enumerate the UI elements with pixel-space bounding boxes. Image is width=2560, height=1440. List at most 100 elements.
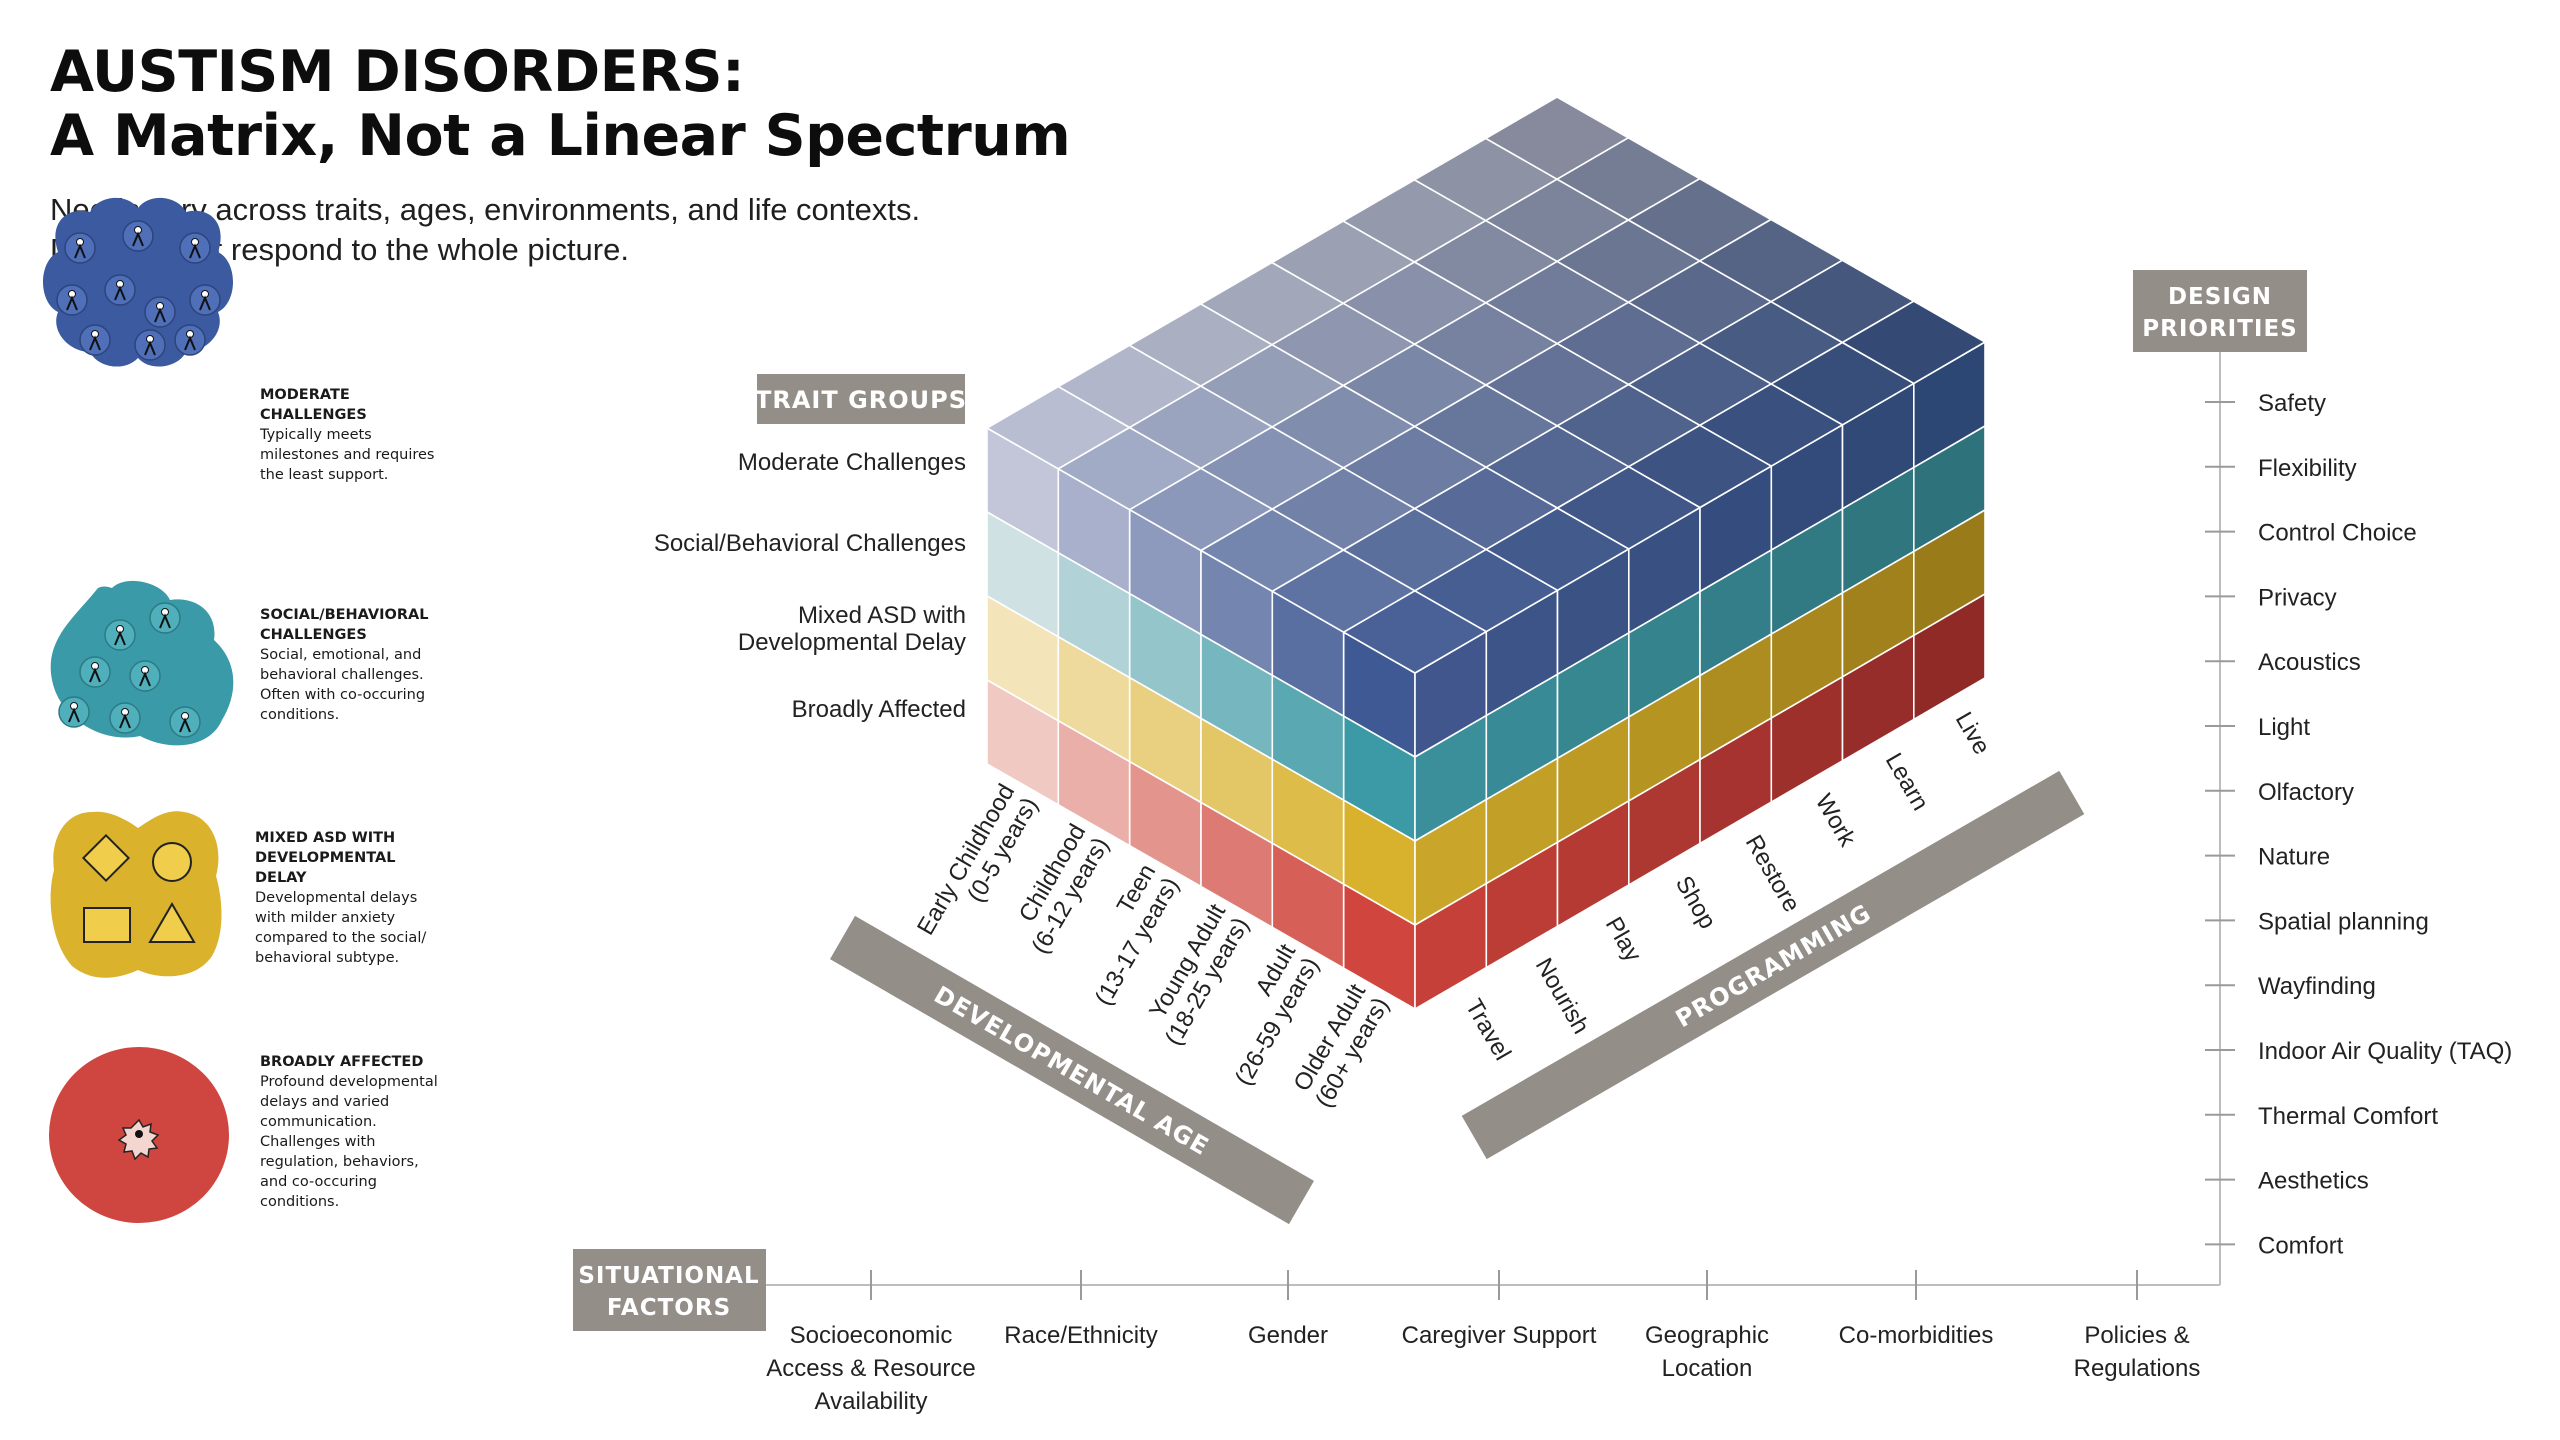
legend-item-description: and co-occuring — [260, 1174, 377, 1190]
legend-item-description: Typically meets — [260, 427, 372, 443]
programming-item: Live — [1950, 708, 1995, 760]
design-priority-item: Olfactory — [2258, 779, 2354, 806]
situational-factors-text: FACTORS — [607, 1295, 731, 1321]
legend-item-title: DEVELOPMENTAL — [255, 850, 396, 866]
design-priority-item: Privacy — [2258, 584, 2337, 611]
trait-groups-label: TRAIT GROUPS — [755, 374, 966, 424]
legend-item-title: CHALLENGES — [260, 627, 367, 643]
design-priority-item: Spatial planning — [2258, 908, 2429, 935]
legend-item-description: regulation, behaviors, — [260, 1154, 419, 1170]
legend-item-description: communication. — [260, 1114, 377, 1130]
person-body-icon — [179, 717, 191, 733]
person-body-icon — [74, 243, 86, 259]
person-body-icon — [132, 231, 144, 247]
legend-item: MIXED ASD WITH DEVELOPMENTAL DELAY Developm… — [255, 828, 455, 968]
situational-factor-item: Access & Resource — [766, 1355, 975, 1382]
design-priority-item: Safety — [2258, 390, 2326, 417]
legend-item-description: conditions. — [260, 707, 340, 723]
programming-item: Work — [1810, 790, 1862, 852]
design-priority-item: Nature — [2258, 844, 2330, 871]
person-body-icon — [199, 295, 211, 311]
legend-illustrations — [43, 197, 234, 1223]
design-priority-item: Aesthetics — [2258, 1168, 2369, 1195]
person-body-icon — [68, 707, 80, 723]
design-priorities-text: DESIGN — [2168, 284, 2272, 310]
programming-bar — [1461, 770, 2085, 1160]
situational-factors-box — [573, 1249, 766, 1331]
legend-item-description: the least support. — [260, 467, 389, 483]
legend-item-description: compared to the social/ — [255, 930, 427, 946]
situational-factors-label: SITUATIONAL FACTORS — [573, 1249, 766, 1331]
triangle-icon — [148, 902, 196, 943]
person-body-icon — [66, 295, 78, 311]
situational-factor-item: Availability — [815, 1388, 928, 1415]
diamond-icon — [81, 833, 131, 883]
trait-groups-label-box — [757, 374, 965, 424]
situational-factor-item: Race/Ethnicity — [1004, 1322, 1157, 1349]
matrix-cell-top — [1841, 300, 1986, 385]
legend-item-description: Developmental delays — [255, 890, 418, 906]
page-title: AUSTISM DISORDERS: A Matrix, Not a Linea… — [50, 39, 1071, 169]
legend-item-title: CHALLENGES — [260, 407, 367, 423]
legend-item-description: behavioral subtype. — [255, 950, 400, 966]
person-body-icon — [159, 613, 171, 629]
design-priority-item: Thermal Comfort — [2258, 1103, 2438, 1130]
legend-item-description: behavioral challenges. — [260, 667, 424, 683]
trait-group-label: Social/Behavioral Challenges — [654, 530, 966, 557]
programming-item: Play — [1600, 913, 1647, 967]
legend-item-description: Often with co-occuring — [260, 687, 426, 703]
title-line-2: A Matrix, Not a Linear Spectrum — [50, 103, 1071, 169]
situational-factor-item: Socioeconomic — [790, 1322, 953, 1349]
situational-factor-item: Policies & — [2084, 1322, 2189, 1349]
programming-item: Nourish — [1530, 954, 1595, 1039]
legend-item-description: Profound developmental — [260, 1074, 438, 1090]
design-priorities-box — [2133, 270, 2307, 352]
design-priority-item: Control Choice — [2258, 520, 2417, 547]
situational-factor-item: Geographic — [1645, 1322, 1769, 1349]
situational-factor-item: Caregiver Support — [1402, 1322, 1597, 1349]
legend-item-description: Social, emotional, and — [260, 647, 422, 663]
title-line-1: AUSTISM DISORDERS: — [50, 39, 745, 105]
design-priority-item: Wayfinding — [2258, 973, 2376, 1000]
trait-group-label: Moderate Challenges — [738, 449, 966, 476]
design-priority-item: Indoor Air Quality (TAQ) — [2258, 1038, 2512, 1065]
legend-item-title: MIXED ASD WITH — [255, 830, 396, 846]
burst-icon — [117, 1118, 160, 1161]
matrix-cell-side — [1913, 593, 1986, 721]
person-body-icon — [184, 335, 196, 351]
person-body-icon — [144, 340, 156, 356]
person-head-icon — [135, 1130, 143, 1138]
square-shape-icon — [83, 907, 131, 943]
legend-item: SOCIAL/BEHAVIORAL CHALLENGES Social, emoti… — [260, 605, 460, 725]
matrix-cube — [986, 96, 1986, 1010]
legend-item-title: SOCIAL/BEHAVIORAL — [260, 607, 429, 623]
programming-item: Restore — [1740, 831, 1805, 917]
developmental-age-bar — [830, 915, 1314, 1225]
legend-item-description: conditions. — [260, 1194, 340, 1210]
design-priority-item: Acoustics — [2258, 649, 2361, 676]
programming-item: Learn — [1880, 749, 1934, 816]
legend-item-description: with milder anxiety — [255, 910, 396, 926]
legend-item-title: DELAY — [255, 870, 307, 886]
person-body-icon — [119, 713, 131, 729]
person-body-icon — [154, 307, 166, 323]
person-body-icon — [89, 335, 101, 351]
programming-item: Shop — [1670, 872, 1721, 934]
situational-factors-text: SITUATIONAL — [578, 1263, 759, 1289]
developmental-age-item: Early Childhood(0-5 years) — [912, 780, 1043, 940]
person-body-icon — [139, 671, 151, 687]
design-priorities-text: PRIORITIES — [2142, 316, 2297, 342]
person-body-icon — [114, 285, 126, 301]
trait-group-label: Broadly Affected — [792, 696, 966, 723]
situational-factor-item: Location — [1662, 1355, 1753, 1382]
trait-group-label: Mixed ASD with — [798, 602, 966, 629]
design-priority-item: Comfort — [2258, 1232, 2344, 1259]
situational-factor-item: Co-morbidities — [1839, 1322, 1994, 1349]
design-priorities-label: DESIGN PRIORITIES — [2133, 270, 2307, 352]
legend-item-description: Challenges with — [260, 1134, 376, 1150]
legend-item-description: milestones and requires — [260, 447, 435, 463]
design-priority-item: Light — [2258, 714, 2310, 741]
